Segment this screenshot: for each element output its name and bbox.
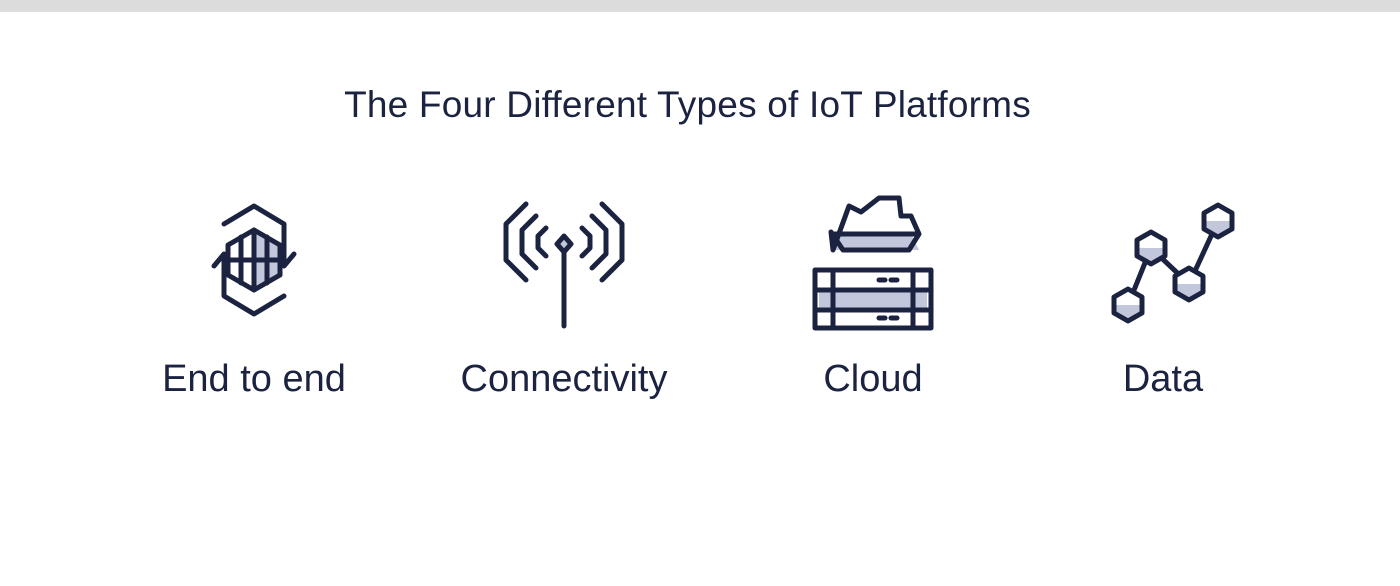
cloud-server-icon: [812, 195, 934, 331]
platform-end-to-end: End to end: [124, 190, 384, 420]
data-line-graph-icon: [1111, 202, 1235, 324]
platform-data: Data: [1033, 190, 1293, 420]
platform-connectivity: Connectivity: [434, 190, 694, 420]
page-title: The Four Different Types of IoT Platform…: [344, 84, 1031, 125]
top-bar: [0, 0, 1400, 12]
platform-label: Cloud: [823, 358, 923, 400]
antenna-signal-icon: [503, 201, 625, 329]
platform-cloud: Cloud: [743, 190, 1003, 420]
globe-cycle-icon: [211, 203, 297, 317]
platform-label: Data: [1122, 358, 1204, 400]
platform-label: End to end: [162, 358, 346, 400]
platform-label: Connectivity: [460, 358, 668, 400]
